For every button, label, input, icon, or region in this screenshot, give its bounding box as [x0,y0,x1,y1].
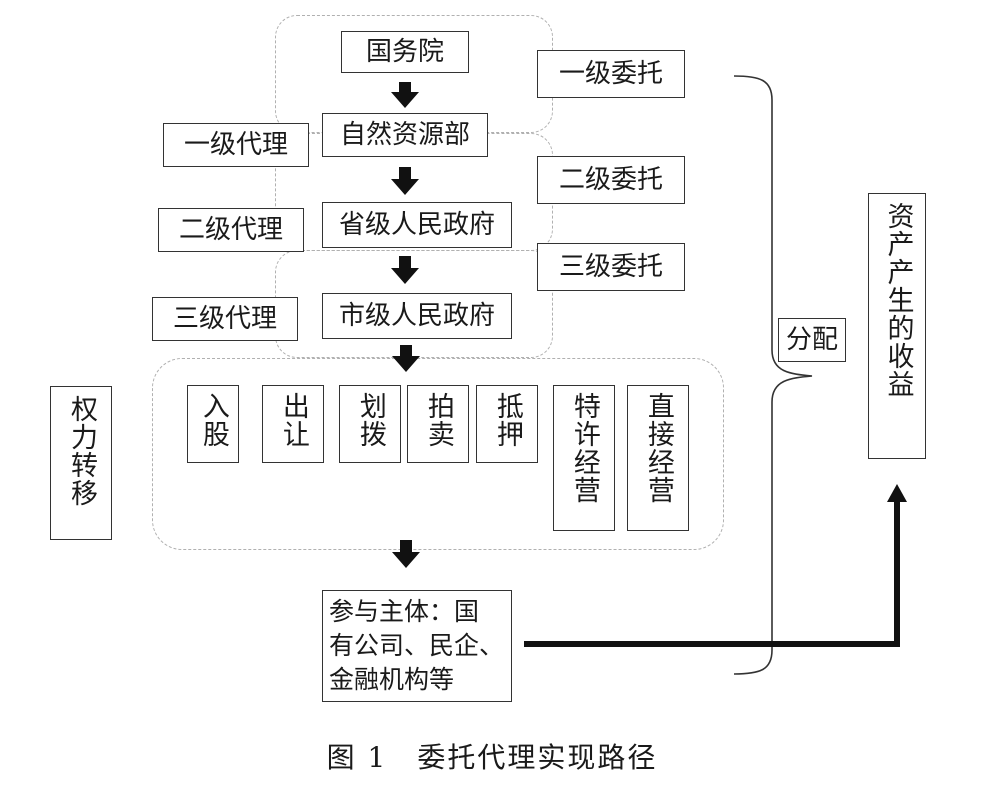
distribution-brace [733,75,813,675]
participants-line3: 金融机构等 [329,665,455,694]
method-transfer-box: 出让 [262,385,324,463]
method-mortgage-box: 抵押 [476,385,538,463]
down-arrow-icon [391,167,419,195]
method-label: 直接经营 [642,392,674,504]
rights-transfer-text: 权力转移 [66,395,97,507]
method-direct-operation-box: 直接经营 [627,385,689,531]
participants-box: 参与主体：国 有公司、民企、 金融机构等 [322,590,512,702]
agency-level2-label: 二级代理 [158,208,304,252]
method-label: 入股 [197,392,229,448]
distribution-label: 分配 [778,318,846,362]
agency-level3-label: 三级代理 [152,297,298,341]
entrust-level3-label: 三级委托 [537,243,685,291]
method-label: 划拨 [354,392,386,448]
state-council-box: 国务院 [341,31,469,73]
entrust-level2-label: 二级委托 [537,156,685,204]
income-flow-arrow [524,500,900,647]
figure-caption: 图 1 委托代理实现路径 [326,741,658,774]
agency-level1-label: 一级代理 [163,123,309,167]
ministry-box: 自然资源部 [322,113,488,157]
down-arrow-icon [392,540,420,568]
up-arrow-icon [887,484,907,502]
rights-transfer-label: 权力转移 [50,386,112,540]
participants-line2: 有公司、民企、 [329,631,505,660]
participants-line1: 参与主体：国 [329,597,480,626]
down-arrow-icon [391,256,419,284]
provincial-gov-box: 省级人民政府 [322,202,512,248]
municipal-gov-box: 市级人民政府 [322,293,512,339]
method-label: 特许经营 [568,392,600,504]
down-arrow-icon [392,345,420,372]
asset-income-box: 资产产生的收益 [868,193,926,459]
method-allocation-box: 划拨 [339,385,401,463]
method-label: 拍卖 [422,392,454,448]
entrust-level1-label: 一级委托 [537,50,685,98]
method-auction-box: 拍卖 [407,385,469,463]
method-label: 抵押 [491,392,523,448]
asset-income-text: 资产产生的收益 [882,202,914,398]
down-arrow-icon [391,82,419,108]
group-transfer-methods [152,358,724,550]
method-franchise-box: 特许经营 [553,385,615,531]
method-label: 出让 [277,392,309,448]
method-equity-box: 入股 [187,385,239,463]
